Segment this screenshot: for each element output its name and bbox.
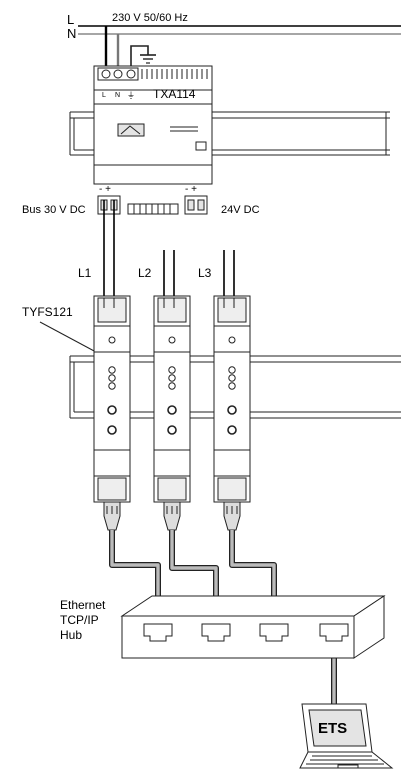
device-model-label: TYFS121 xyxy=(22,305,73,319)
dc-polarity-label: - + xyxy=(185,184,197,195)
line-n-label: N xyxy=(67,26,76,41)
terminal-n-label: N xyxy=(115,92,120,99)
hub-label-line1: Ethernet xyxy=(60,598,106,612)
supply-voltage-label: 230 V 50/60 Hz xyxy=(112,12,188,24)
dc-voltage-label: 24V DC xyxy=(221,204,260,216)
hub-port-3[interactable] xyxy=(259,623,289,642)
laptop-screen-label: ETS xyxy=(318,720,347,737)
ip-router-modules xyxy=(93,295,251,531)
line-l-label: L xyxy=(67,12,74,27)
terminal-l-label: L xyxy=(102,92,106,99)
ethernet-hub xyxy=(120,595,386,659)
bus-wires-l3 xyxy=(223,250,235,298)
hub-label-line2: TCP/IP xyxy=(60,613,99,627)
ip-router-module-1 xyxy=(93,295,131,531)
device-model-leader xyxy=(39,321,97,353)
bus-voltage-label: Bus 30 V DC xyxy=(22,204,86,216)
line-label-l3: L3 xyxy=(198,266,212,280)
bus-wires-l1 xyxy=(103,200,115,298)
power-supply-unit xyxy=(93,65,213,185)
bus-terminal-block xyxy=(97,195,121,215)
hub-port-2[interactable] xyxy=(201,623,231,642)
laptop xyxy=(299,703,394,769)
hub-port-4[interactable] xyxy=(319,623,349,642)
line-label-l1: L1 xyxy=(78,266,92,280)
ip-router-module-3 xyxy=(213,295,251,531)
hub-ports xyxy=(143,623,349,642)
bus-polarity-label: - + xyxy=(99,184,111,195)
supply-unit-model: TXA114 xyxy=(153,87,196,101)
hub-port-1[interactable] xyxy=(143,623,173,642)
bus-wires-l2 xyxy=(163,250,175,298)
hub-label-line3: Hub xyxy=(60,628,82,642)
power-lines xyxy=(78,25,401,68)
terminal-pe-label: ⏚ xyxy=(127,91,135,100)
dc-terminal-block xyxy=(184,195,208,215)
connector-comb-lower xyxy=(127,203,179,215)
line-label-l2: L2 xyxy=(138,266,152,280)
ip-router-module-2 xyxy=(153,295,191,531)
ground-symbol xyxy=(140,54,156,64)
